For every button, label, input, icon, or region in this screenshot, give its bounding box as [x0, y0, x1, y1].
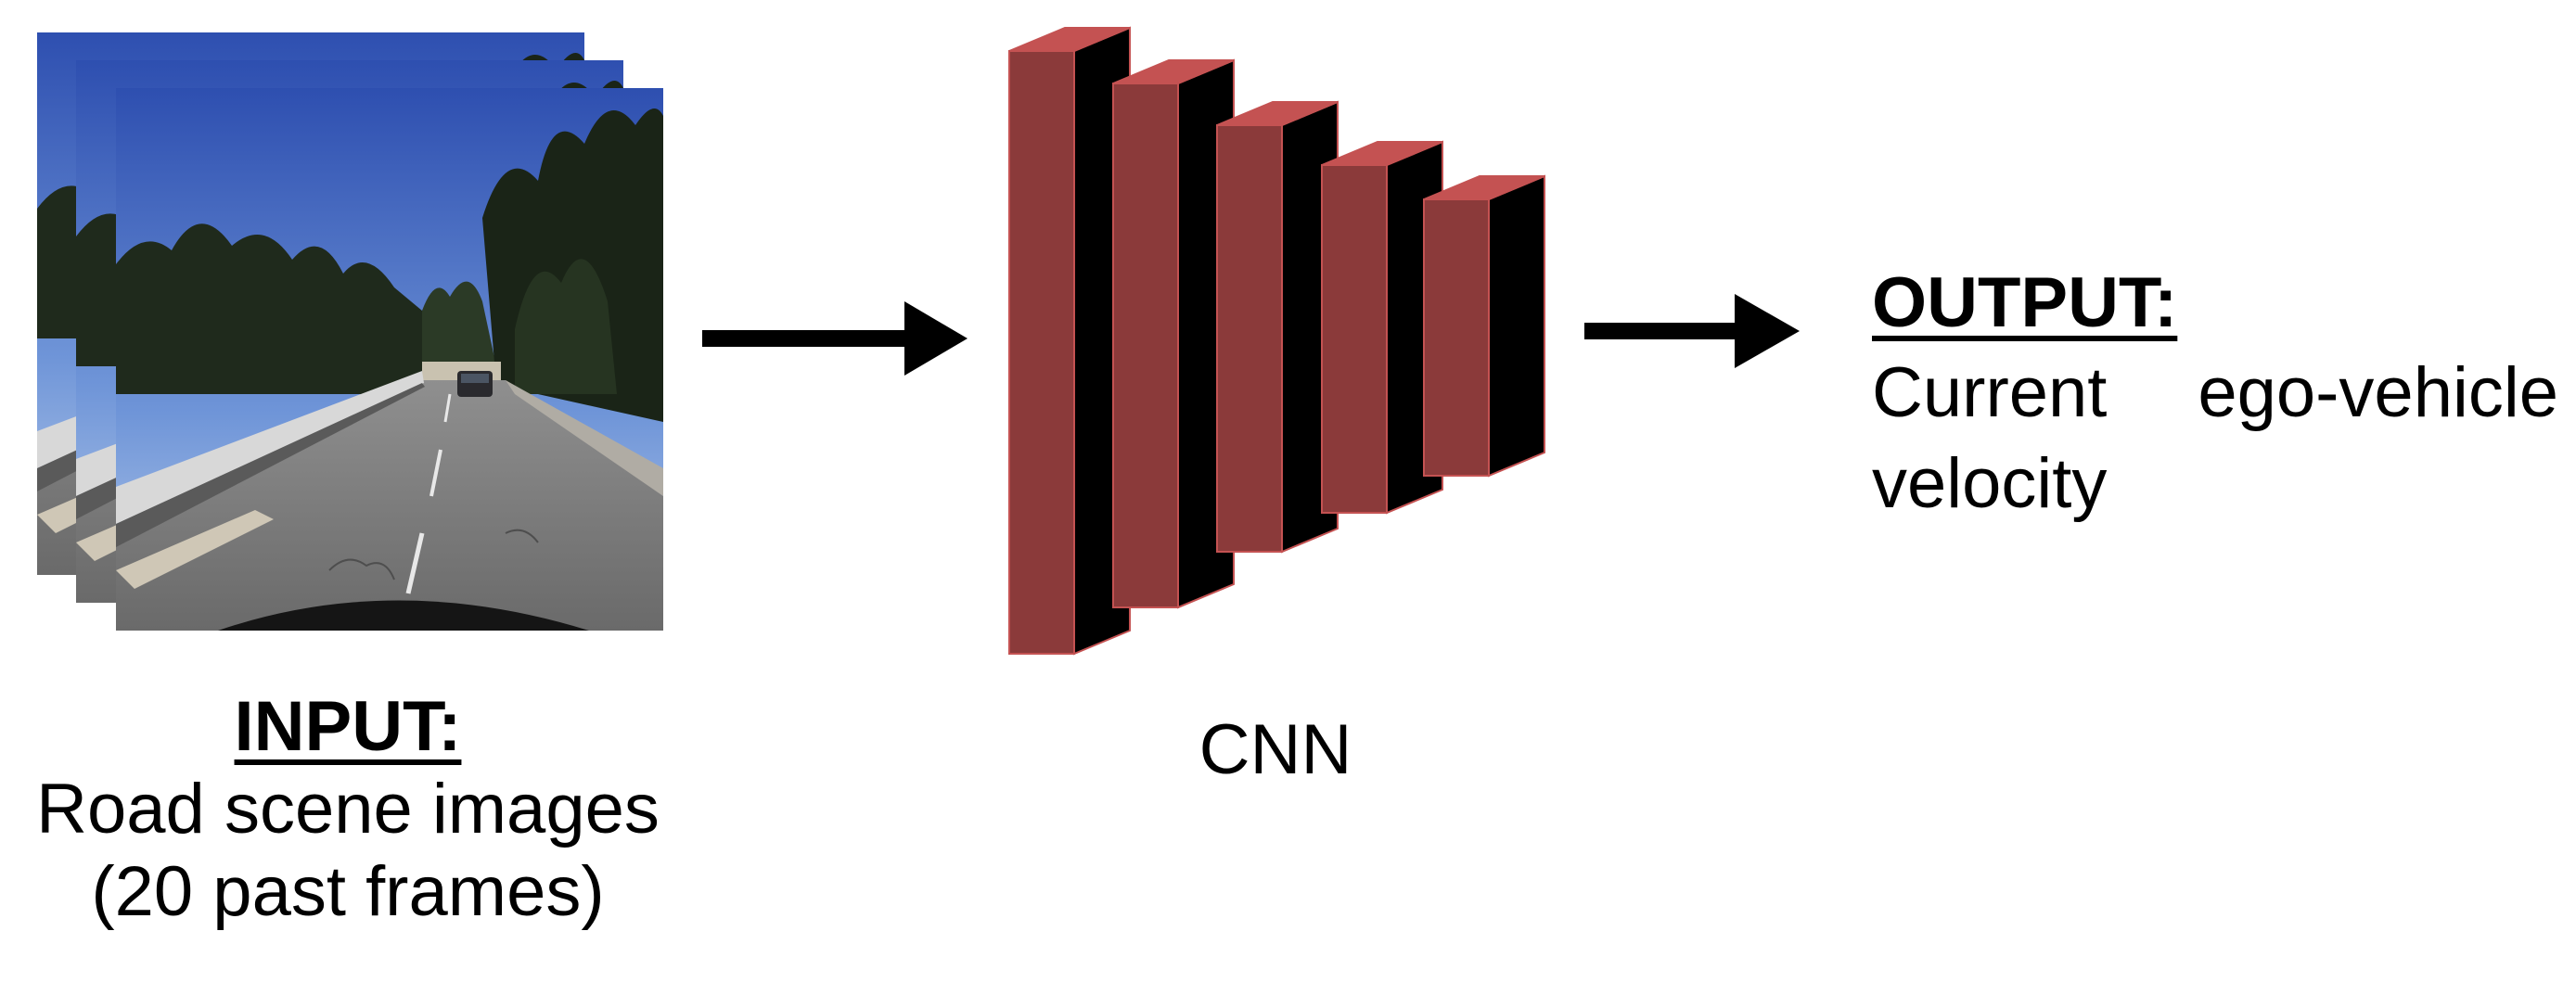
output-description: Current ego-vehicle velocity [1872, 353, 2558, 523]
cnn-layer-block [1423, 174, 1545, 478]
cnn-layer-block [1216, 100, 1339, 554]
arrow-right-icon [702, 301, 968, 376]
input-description-line2: (20 past frames) [91, 851, 605, 931]
cnn-layer-face [1008, 50, 1075, 655]
cnn-layer-face [1216, 124, 1283, 553]
cnn-layer-block [1008, 26, 1131, 656]
arrow-right-icon [1584, 294, 1800, 368]
cnn-layer-side [1488, 174, 1545, 478]
cnn-layers [1008, 26, 1545, 656]
cnn-layer-face [1321, 164, 1388, 514]
cnn-layer-face [1112, 83, 1179, 608]
stacked-road-frames-icon [37, 32, 663, 631]
cnn-layer-face [1423, 198, 1490, 477]
output-heading: OUTPUT: [1872, 263, 2178, 342]
cnn-label: CNN [1198, 710, 1352, 789]
cnn-layer-block [1112, 58, 1235, 609]
input-heading: INPUT: [234, 687, 462, 766]
input-label-block: INPUT: Road scene images (20 past frames… [0, 686, 696, 934]
input-description-line1: Road scene images [36, 769, 660, 848]
output-label-block: OUTPUT: Current ego-vehicle velocity [1872, 258, 2558, 529]
